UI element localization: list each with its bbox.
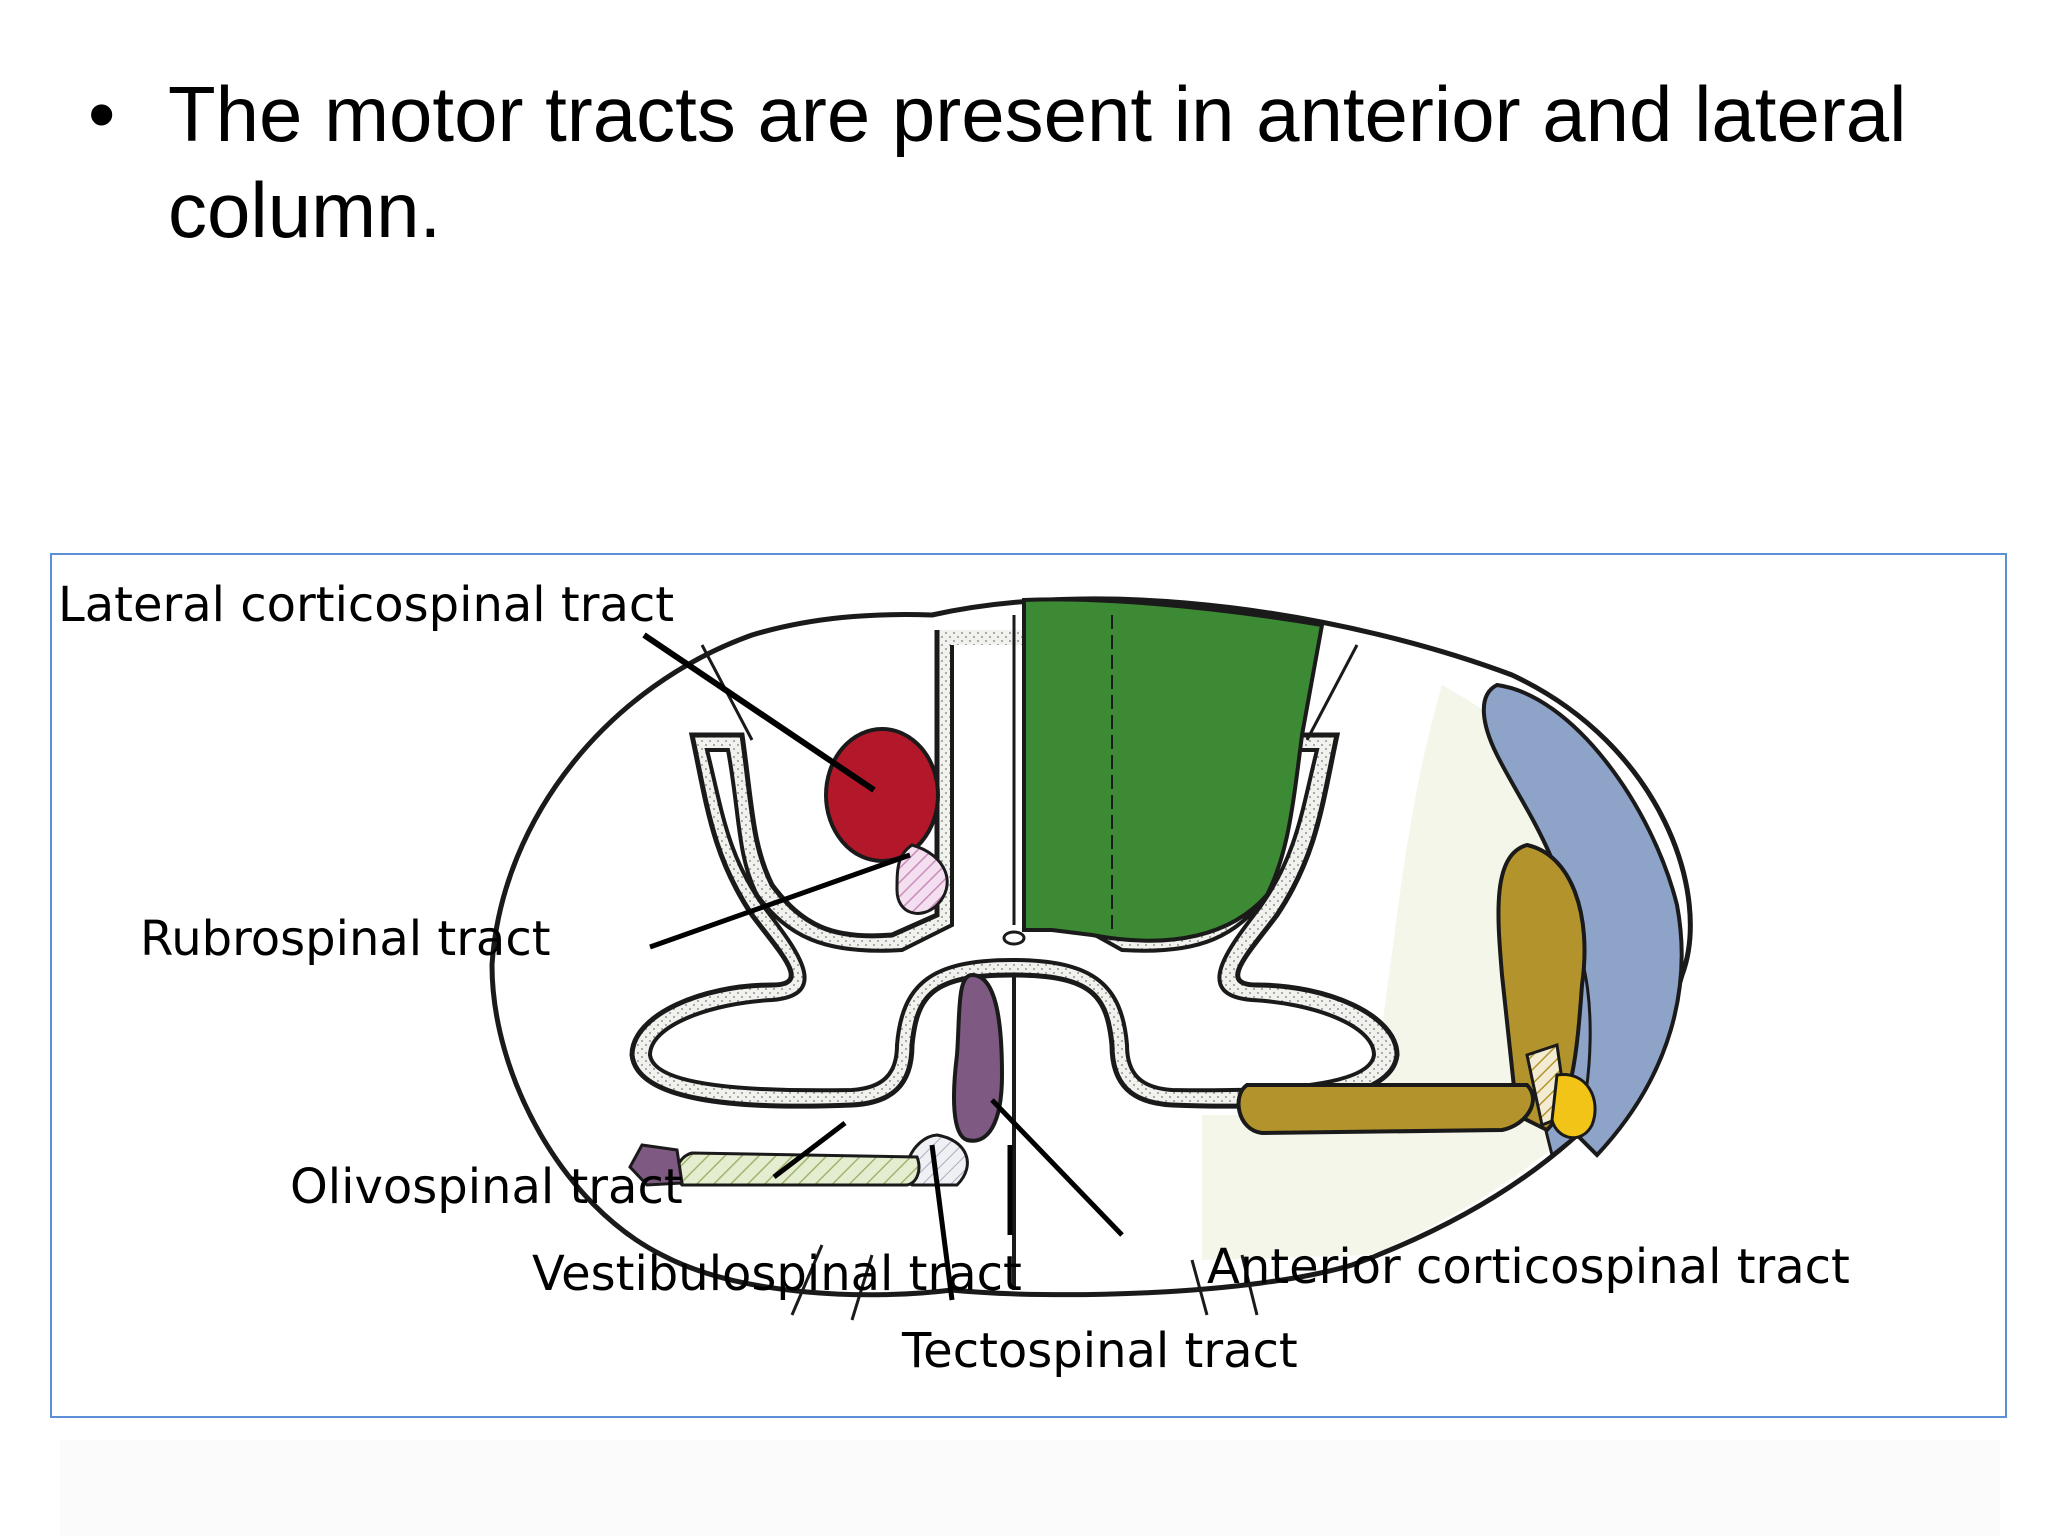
ventral-root-left-a (790, 1244, 824, 1316)
leader-rubrospinal (649, 852, 911, 950)
ascending-olive-tract-anterior (1236, 1083, 1535, 1136)
ascending-yellow-tract (1550, 1073, 1597, 1140)
bullet-text: The motor tracts are present in anterior… (168, 70, 1907, 254)
leader-anterior-corticospinal (990, 1098, 1124, 1237)
label-olivospinal-tract: Olivospinal tract (290, 1159, 683, 1215)
grey-matter-inner (647, 645, 1377, 1093)
rubrospinal-tract-area (895, 843, 949, 915)
leader-tectospinal (929, 1144, 955, 1301)
lateral-corticospinal-tract-area (824, 727, 940, 863)
ventral-root-right-a (1190, 1259, 1209, 1316)
spinal-cord-cross-section-diagram: Lateral corticospinal tract Rubrospinal … (58, 577, 1850, 1379)
leader-olivospinal (772, 1121, 847, 1179)
vestibulospinal-tract-area (675, 1151, 921, 1187)
dorsal-root-right (1305, 644, 1359, 741)
bullet-dot: • (88, 70, 116, 158)
slide-bottom-area (60, 1440, 2000, 1536)
label-vestibulospinal-tract: Vestibulospinal tract (532, 1246, 1022, 1302)
label-lateral-corticospinal-tract: Lateral corticospinal tract (58, 577, 674, 633)
label-anterior-corticospinal-tract: Anterior corticospinal tract (1207, 1239, 1850, 1295)
ascending-olive-tract (1496, 842, 1587, 1133)
dorsal-column-tract (1022, 597, 1325, 943)
leader-lateral-corticospinal (642, 632, 876, 793)
tectospinal-tract-area (904, 1133, 969, 1187)
olivospinal-tract-area (628, 1143, 684, 1187)
ventral-root-left-b (850, 1254, 874, 1321)
label-rubrospinal-tract: Rubrospinal tract (140, 911, 551, 967)
anterior-corticospinal-tract-area (952, 972, 1005, 1143)
central-canal (1002, 930, 1026, 946)
label-tectospinal-tract: Tectospinal tract (901, 1323, 1298, 1379)
ventral-root-right-b (1240, 1254, 1259, 1316)
spinal-cord-figure-frame: Lateral corticospinal tract Rubrospinal … (50, 553, 2007, 1418)
